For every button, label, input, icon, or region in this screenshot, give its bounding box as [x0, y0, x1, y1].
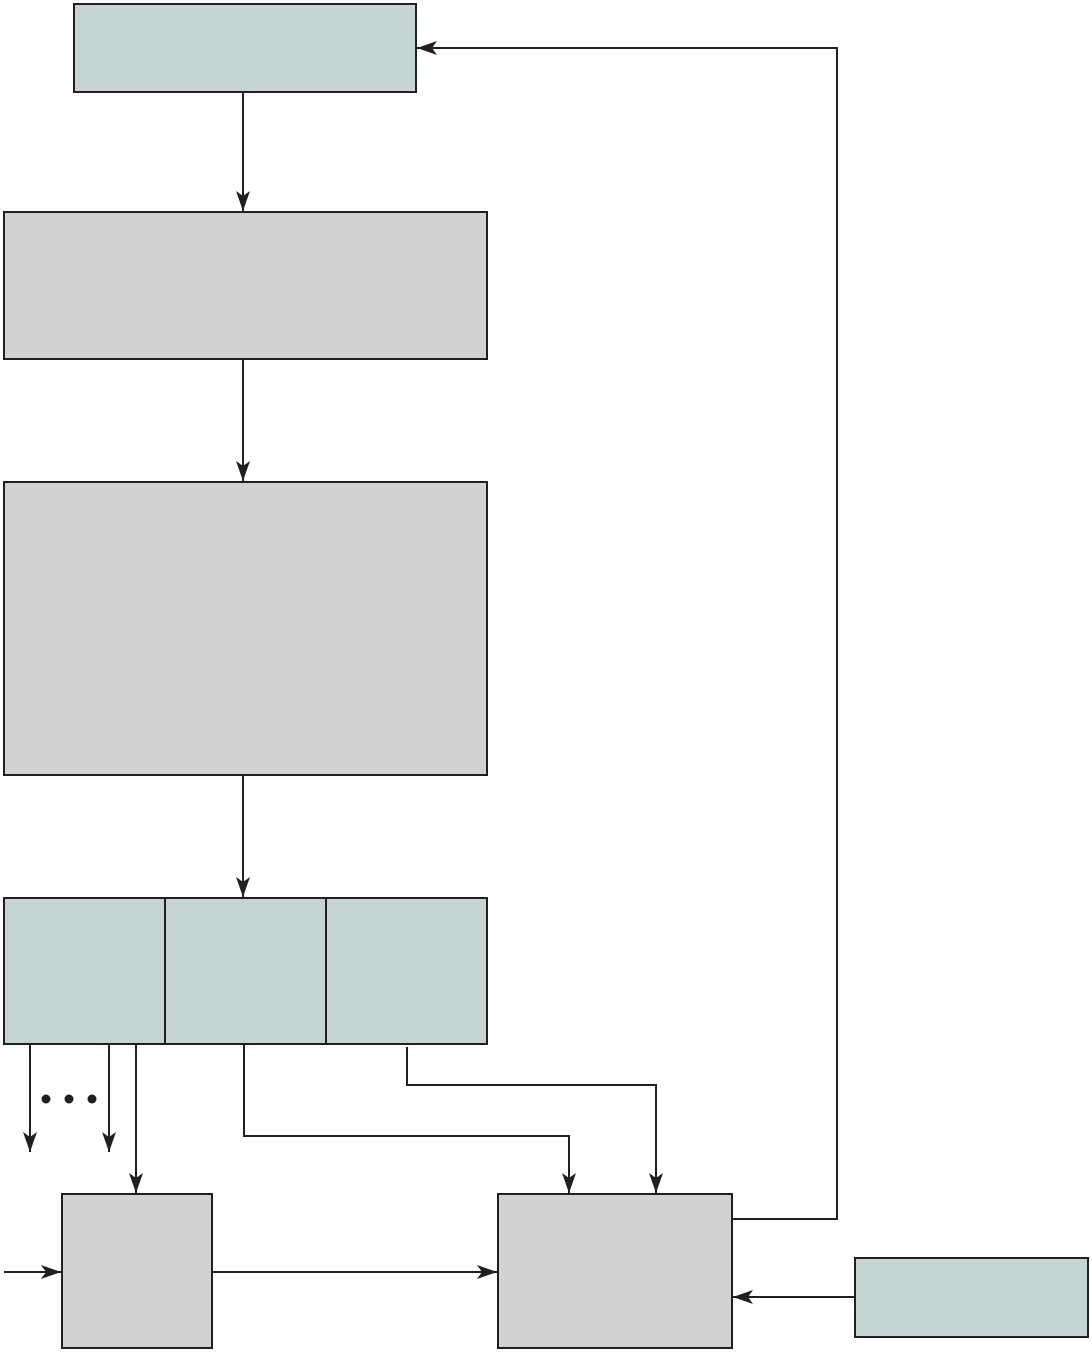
split-block-right — [325, 897, 488, 1045]
bottom-center-block — [497, 1193, 733, 1349]
large-block — [3, 481, 488, 776]
second-block — [3, 211, 488, 360]
arrow-feedback-to-top — [417, 41, 838, 1220]
ellipsis-icon — [41, 1094, 97, 1104]
bottom-left-block — [61, 1193, 213, 1349]
split-block-left — [3, 897, 166, 1045]
arrow-split-right-to-bottom-center — [406, 1047, 663, 1193]
split-block-middle — [164, 897, 327, 1045]
bottom-right-block — [854, 1257, 1089, 1338]
top-block — [73, 3, 417, 93]
arrow-split-middle-to-bottom-center — [243, 1044, 576, 1193]
